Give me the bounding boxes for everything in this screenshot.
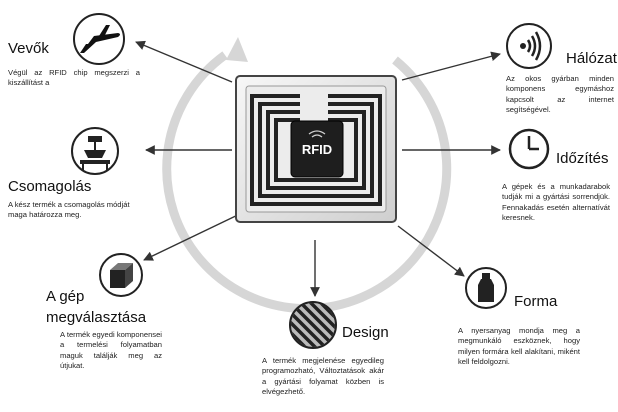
forma-description: A nyersanyag mondja meg a megmunkáló esz…: [458, 326, 580, 367]
arrow-to-gep: [143, 211, 245, 261]
machine-block-icon: [99, 253, 143, 297]
rfid-card: RFID: [235, 75, 397, 223]
arrow-to-vevok: [135, 40, 233, 83]
chip-label: RFID: [302, 142, 332, 157]
vevok-description: Végül az RFID chip megszerzi a kiszállít…: [8, 68, 140, 88]
rfid-chip: [290, 120, 344, 178]
csomagolas-title: Csomagolás: [8, 178, 92, 195]
arrow-to-halozat: [401, 51, 501, 81]
clock-icon: [508, 128, 550, 170]
design-title: Design: [342, 324, 389, 341]
arrow-to-forma: [397, 225, 465, 277]
forma-title: Forma: [514, 293, 558, 310]
connector-arrows: [135, 40, 501, 297]
design-description: A termék megjelenése egyedileg programoz…: [262, 356, 384, 397]
airplane-icon: [73, 13, 125, 65]
bottle-icon: [465, 267, 507, 309]
idozites-title: Időzítés: [556, 150, 609, 167]
cycle-ring-arrowhead: [226, 37, 248, 62]
packaging-icon: [71, 127, 119, 175]
gep-title: A gép megválasztása: [46, 288, 147, 326]
csomagolas-description: A kész termék a csomagolás módját maga h…: [8, 200, 130, 220]
idozites-description: A gépek és a munkadarabok tudják mi a gy…: [502, 182, 610, 223]
vevok-title: Vevők: [8, 40, 49, 57]
design-pattern-icon: [289, 301, 337, 349]
gep-description: A termék egyedi komponensei a termelési …: [60, 330, 162, 371]
wireless-signal-icon: [506, 23, 552, 69]
halozat-description: Az okos gyárban minden komponens egymásh…: [506, 74, 614, 115]
chip-signal-icon: [308, 130, 326, 138]
halozat-title: Hálózat: [566, 50, 617, 67]
antenna-coil: [250, 94, 382, 206]
